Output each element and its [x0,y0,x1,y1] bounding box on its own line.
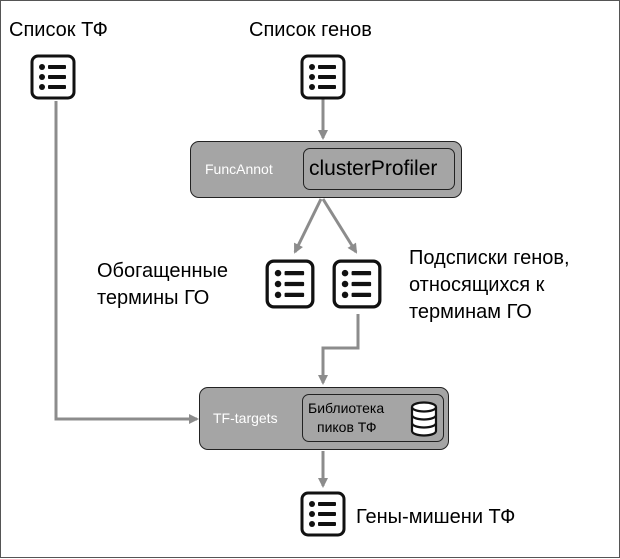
tf-list-label: Список ТФ [9,19,108,41]
funcannot-name: FuncAnnot [205,161,273,177]
tf-peak-library-tool: Библиотека пиков ТФ [302,394,444,442]
enriched-terms-label-1: Обогащенные [97,260,229,282]
arrow-funcannot-to-sublists [321,198,358,254]
enriched-terms-label-2: термины ГО [97,287,210,309]
list-icon [30,54,76,100]
list-icon [300,54,346,100]
database-icon [410,401,438,437]
arrow-sublists-to-tftargets [318,314,360,385]
list-icon [265,259,315,309]
arrow-tflist-to-tftargets [54,101,199,424]
gene-list-label: Список генов [249,19,372,41]
arrow-funcannot-to-terms [293,198,323,254]
gene-sublists-label-3: терминам ГО [409,301,532,323]
funcannot-module: FuncAnnot clusterProfiler [190,141,462,198]
clusterprofiler-label: clusterProfiler [309,157,438,180]
list-icon [332,259,382,309]
tftargets-module: TF-targets Библиотека пиков ТФ [199,387,449,450]
tf-peak-library-label-2: пиков ТФ [317,419,377,435]
gene-sublists-label-2: относящихся к [409,274,545,296]
target-genes-label: Гены-мишени ТФ [356,506,516,528]
list-icon [300,491,346,537]
tftargets-name: TF-targets [213,410,278,426]
tf-peak-library-label-1: Библиотека [308,400,385,416]
gene-sublists-label-1: Подсписки генов, [409,247,570,269]
clusterprofiler-tool: clusterProfiler [303,148,455,190]
